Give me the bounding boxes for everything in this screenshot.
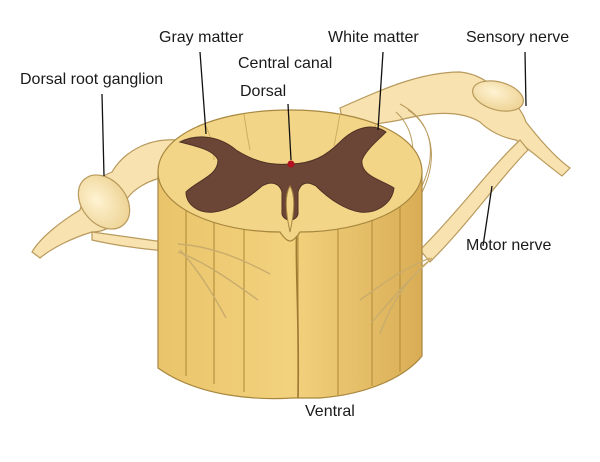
ventral-label: Ventral [305,403,355,420]
dorsal-root-ganglion-label: Dorsal root ganglion [20,71,164,88]
leader-lines [101,51,527,247]
dorsal-root-ganglion-shape [77,174,131,230]
median-sulcus [285,185,295,233]
central-canal-label: Central canal [238,55,333,72]
right-ganglion-shape [472,80,524,112]
gray-matter-section [178,126,395,221]
right-nerve [339,71,571,263]
motor-nerve-label: Motor nerve [466,237,552,254]
white-matter-label: White matter [328,29,419,46]
gray-matter-label: Gray matter [159,29,244,46]
sensory-nerve-label: Sensory nerve [466,29,570,46]
dorsal-label: Dorsal [240,83,287,100]
rootlets [177,243,433,335]
central-canal-dot [287,160,295,168]
